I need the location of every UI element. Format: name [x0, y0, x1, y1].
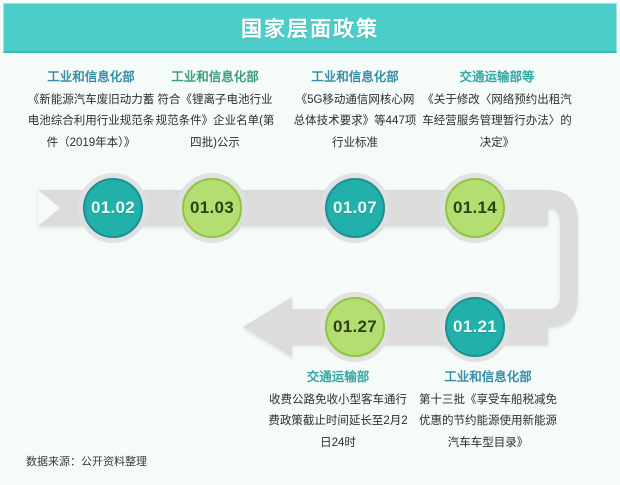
entry-top-3: 工业和信息化部 《5G移动通信网核心网总体技术要求》等447项行业标准	[291, 66, 419, 154]
entry-description: 《5G移动通信网核心网总体技术要求》等447项行业标准	[293, 94, 417, 149]
entry-top-2: 工业和信息化部 符合《锂离子电池行业规范条件》企业名单(第四批)公示	[155, 66, 275, 154]
date-node-0103[interactable]: 01.03	[182, 178, 242, 238]
entry-bottom-1: 交通运输部 收费公路免收小型客车通行费政策截止时间延长至2月2日24时	[268, 366, 408, 454]
entry-description: 《新能源汽车废旧动力蓄电池综合利用行业规范条件（2019年本）》	[27, 94, 155, 149]
date-label: 01.03	[189, 198, 235, 217]
date-node-0114[interactable]: 01.14	[445, 178, 505, 238]
entry-bottom-2: 工业和信息化部 第十三批《享受车船税减免优惠的节约能源使用新能源汽车车型目录》	[414, 366, 562, 454]
date-label: 01.21	[452, 317, 498, 336]
entry-description: 《关于修改〈网络预约出租汽车经营服务管理暂行办法〉的决定》	[422, 94, 572, 149]
entry-agency: 工业和信息化部	[444, 370, 532, 384]
date-node-0121[interactable]: 01.21	[445, 297, 505, 357]
date-label: 01.14	[452, 198, 498, 217]
entry-agency: 工业和信息化部	[47, 70, 135, 84]
date-label: 01.07	[332, 198, 378, 217]
entry-description: 符合《锂离子电池行业规范条件》企业名单(第四批)公示	[155, 94, 275, 149]
entry-description: 第十三批《享受车船税减免优惠的节约能源使用新能源汽车车型目录》	[419, 394, 557, 449]
date-node-0102[interactable]: 01.02	[83, 178, 143, 238]
date-node-0107[interactable]: 01.07	[325, 178, 385, 238]
entry-agency: 交通运输部	[306, 370, 370, 384]
entry-agency: 工业和信息化部	[171, 70, 259, 84]
entry-top-1: 工业和信息化部 《新能源汽车废旧动力蓄电池综合利用行业规范条件（2019年本）》	[25, 66, 157, 154]
date-label: 01.27	[332, 317, 378, 336]
entry-top-4: 交通运输部等 《关于修改〈网络预约出租汽车经营服务管理暂行办法〉的决定》	[422, 66, 572, 154]
page-title: 国家层面政策	[241, 17, 379, 41]
entry-agency: 工业和信息化部	[311, 70, 399, 84]
date-node-0127[interactable]: 01.27	[325, 297, 385, 357]
header-banner: 国家层面政策	[3, 3, 617, 53]
entry-description: 收费公路免收小型客车通行费政策截止时间延长至2月2日24时	[268, 394, 408, 449]
entry-agency: 交通运输部等	[459, 70, 535, 84]
date-label: 01.02	[90, 198, 136, 217]
source-note: 数据来源：公开资料整理	[26, 456, 147, 468]
